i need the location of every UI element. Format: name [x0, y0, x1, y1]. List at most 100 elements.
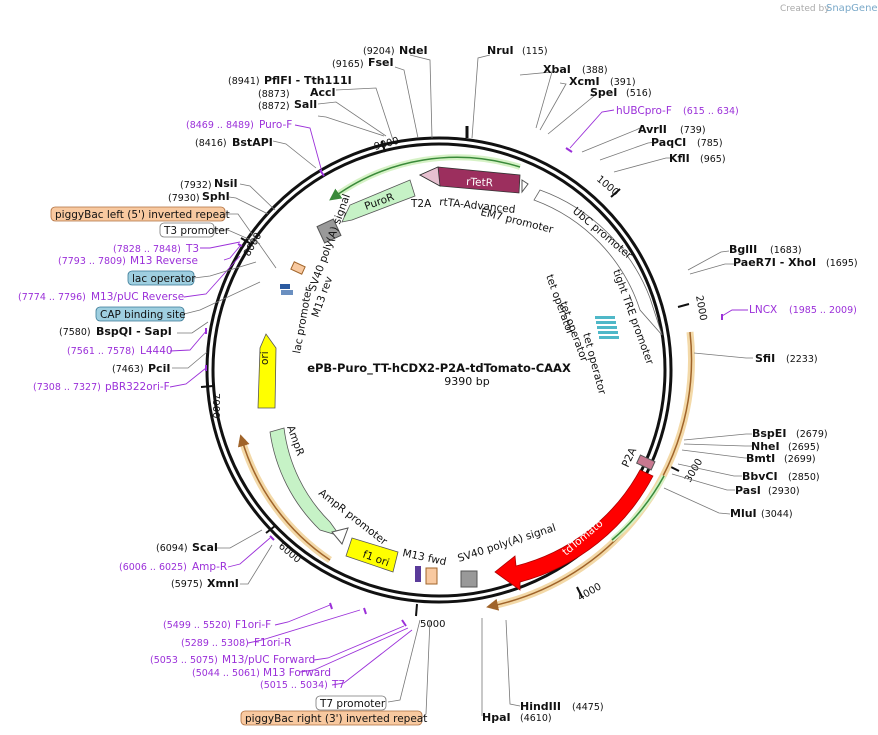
box-t3-promoter-label: T3 promoter	[163, 225, 230, 237]
primer-0-name[interactable]: hUBCpro-F	[616, 105, 672, 117]
credit-prefix: Created by	[780, 4, 830, 14]
enzyme-17-name[interactable]: SfiI	[755, 352, 775, 365]
credit-brand: SnapGene	[826, 3, 878, 14]
enzyme-20-name[interactable]: BspEI	[752, 427, 786, 440]
ori-feature[interactable]	[257, 333, 277, 409]
enzyme-4-pos: (391)	[610, 77, 636, 88]
enzyme-22-name[interactable]: BmtI	[746, 452, 775, 465]
box-cap-binding-site[interactable]	[95, 306, 185, 322]
tick-2000: 2000	[693, 295, 708, 322]
enzyme-2-name[interactable]: FseI	[368, 56, 394, 69]
enzyme-5-name[interactable]: SpeI	[590, 86, 617, 99]
enzyme-24-name[interactable]: PasI	[735, 484, 761, 497]
ampr-feature[interactable]	[269, 427, 342, 537]
enzyme-1-name[interactable]: NruI	[487, 44, 514, 57]
primer-10-name[interactable]: F1ori-R	[254, 637, 291, 649]
enzyme-23-pos: (2850)	[788, 472, 820, 483]
enzyme-7-name[interactable]: AccI	[310, 86, 336, 99]
enzyme-22-pos: (2699)	[784, 454, 816, 465]
box-t7-promoter[interactable]	[315, 695, 387, 711]
enzyme-14-name[interactable]: SphI	[202, 190, 230, 203]
enzyme-0-pos: (9204)	[363, 46, 395, 57]
primer-13-name[interactable]: T7	[331, 679, 345, 691]
plasmid-size: 9390 bp	[444, 375, 489, 388]
enzyme-1-pos: (115)	[522, 46, 548, 57]
enzyme-18-name[interactable]: BspQI - SapI	[96, 325, 172, 338]
enzyme-11-name[interactable]: KflI	[669, 152, 690, 165]
enzyme-23-name[interactable]: BbvCI	[742, 470, 778, 483]
enzyme-15-name[interactable]: BglII	[729, 243, 757, 256]
enzyme-12-pos: (8416)	[195, 138, 227, 149]
lac-promoter-label: lac promoter	[291, 286, 315, 355]
tdtomato-feature[interactable]	[494, 469, 654, 591]
enzyme-3-name[interactable]: XbaI	[543, 63, 571, 76]
enzyme-26-name[interactable]: ScaI	[192, 541, 218, 554]
em7-label: EM7 promoter	[479, 206, 555, 236]
enzyme-10-pos: (785)	[697, 138, 723, 149]
primer-labels: hUBCpro-F (615 .. 634) (8469 .. 8489) Pu…	[18, 105, 857, 691]
tet-operator-2: tet operator	[557, 300, 590, 364]
tet-operator-3: tet operator	[580, 332, 608, 397]
box-piggybac-left[interactable]	[50, 206, 226, 222]
tick-4000-mark	[576, 586, 583, 598]
ampr-promoter-arrow	[331, 527, 349, 545]
enzyme-6-name[interactable]: PflFI - Tth111I	[264, 74, 352, 87]
tick-1000-mark	[610, 188, 621, 198]
enzyme-28-name[interactable]: HindIII	[520, 700, 561, 713]
box-t3-promoter[interactable]	[159, 222, 215, 238]
primer-10-pos: (5289 .. 5308)	[181, 638, 249, 649]
primer-7-name[interactable]: pBR322ori-F	[105, 381, 170, 393]
enzyme-27-name[interactable]: XmnI	[207, 577, 239, 590]
primer-3-name[interactable]: M13 Reverse	[130, 255, 198, 267]
box-lac-operator[interactable]	[127, 270, 195, 286]
box-lac-operator-label: lac operator	[132, 273, 196, 285]
enzyme-10-name[interactable]: PaqCI	[651, 136, 686, 149]
enzyme-13-pos: (7932)	[180, 180, 212, 191]
enzyme-18-pos: (7580)	[59, 327, 91, 338]
enzyme-4-name[interactable]: XcmI	[569, 75, 600, 88]
enzyme-19-name[interactable]: PciI	[148, 362, 170, 375]
enzyme-13-name[interactable]: NsiI	[214, 177, 238, 190]
p2a-feature[interactable]	[635, 454, 656, 471]
box-piggybac-left-label: piggyBac left (5') inverted repeat	[55, 209, 230, 221]
enzyme-24-pos: (2930)	[768, 486, 800, 497]
sv40-terminator-bottom	[460, 570, 478, 588]
primer-12-name[interactable]: M13 Forward	[263, 667, 331, 679]
ubc-promoter-feature[interactable]	[533, 189, 663, 336]
puror-feature[interactable]	[341, 179, 416, 223]
enzyme-29-name[interactable]: HpaI	[482, 711, 511, 724]
primer-2-pos: (7828 .. 7848)	[113, 244, 181, 255]
enzyme-17-pos: (2233)	[786, 354, 818, 365]
orf-arc-top-line	[329, 156, 521, 201]
tet-operator-stripes	[595, 316, 619, 339]
primer-5-name[interactable]: LNCX	[749, 304, 777, 316]
lac-block-1	[280, 284, 290, 289]
em7-arrow	[521, 179, 529, 194]
enzyme-25-name[interactable]: MluI	[730, 507, 757, 520]
tick-8000-mark	[240, 237, 252, 245]
enzyme-9-name[interactable]: AvrII	[638, 123, 667, 136]
t2a-label: T2A	[410, 198, 432, 210]
enzyme-12-name[interactable]: BstAPI	[232, 136, 273, 149]
enzyme-labels: (9204) NdeI NruI (115) (9165) FseI XbaI …	[59, 44, 858, 724]
primer-11-name[interactable]: M13/pUC Forward	[222, 654, 315, 666]
enzyme-29-pos: (4610)	[520, 713, 552, 724]
primer-6-name[interactable]: L4440	[140, 345, 173, 357]
enzyme-16-name[interactable]: PaeR7I - XhoI	[733, 256, 816, 269]
enzyme-2-pos: (9165)	[332, 59, 364, 70]
box-piggybac-right[interactable]	[240, 710, 423, 726]
primer-4-name[interactable]: M13/pUC Reverse	[91, 291, 184, 303]
tick-6000-mark	[265, 525, 276, 534]
primer-2-name[interactable]: T3	[185, 243, 199, 255]
primer-8-name[interactable]: Amp-R	[192, 561, 227, 573]
f1-ori-feature[interactable]	[345, 537, 399, 573]
orf-arc-left-line	[237, 434, 331, 561]
enzyme-8-name[interactable]: SalI	[294, 98, 317, 111]
primer-1-name[interactable]: Puro-F	[259, 119, 292, 131]
tick-5000: 5000	[420, 619, 445, 630]
enzyme-21-name[interactable]: NheI	[751, 440, 780, 453]
box-cap-binding-site-label: CAP binding site	[100, 309, 186, 321]
primer-leaders	[169, 109, 748, 686]
enzyme-0-name[interactable]: NdeI	[399, 44, 428, 57]
primer-9-name[interactable]: F1ori-F	[235, 619, 271, 631]
